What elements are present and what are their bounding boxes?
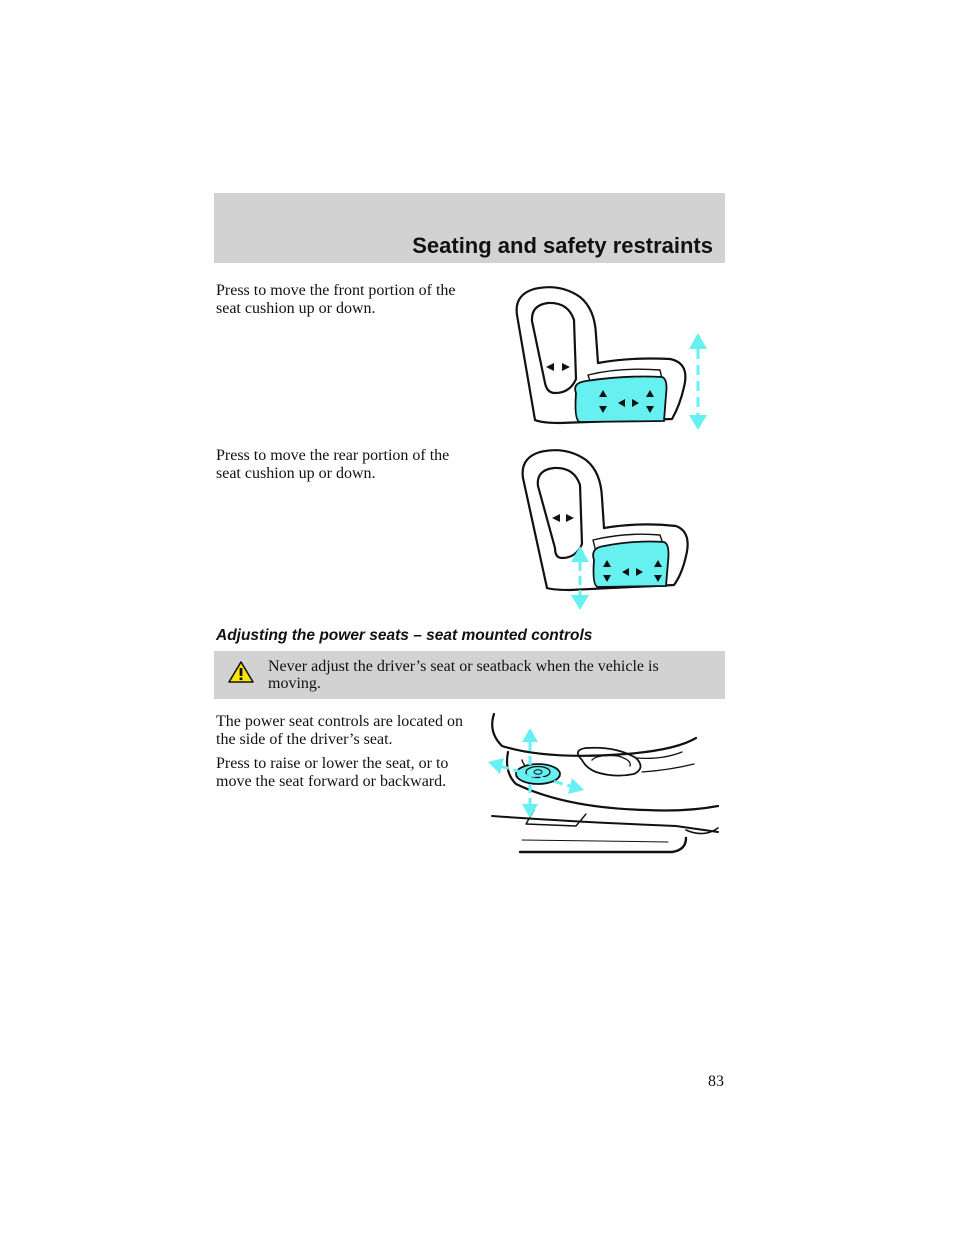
seat-rear-cushion-illustration xyxy=(521,449,689,610)
warning-triangle-icon xyxy=(228,661,254,683)
cushion-switch-highlight xyxy=(592,540,670,588)
power-seat-control-illustration xyxy=(488,712,720,854)
cushion-switch-arrows-icon xyxy=(603,560,662,582)
up-down-arrow-icon xyxy=(522,728,538,818)
section-heading: Adjusting the power seats – seat mounted… xyxy=(216,627,593,644)
backrest-arrows-icon xyxy=(546,363,570,371)
warning-box: Never adjust the driver’s seat or seatba… xyxy=(214,651,725,699)
page-number: 83 xyxy=(708,1073,724,1090)
backrest-arrows-icon xyxy=(552,514,574,522)
up-down-arrow-icon xyxy=(571,546,589,610)
front-cushion-instruction: Press to move the front portion of the s… xyxy=(216,282,456,317)
cushion-switch-highlight xyxy=(574,375,668,423)
page-header: Seating and safety restraints xyxy=(214,193,725,263)
page-title: Seating and safety restraints xyxy=(412,233,713,258)
warning-text: Never adjust the driver’s seat or seatba… xyxy=(268,658,659,692)
cushion-switch-arrows-icon xyxy=(599,390,654,413)
forward-backward-arrow-icon xyxy=(488,758,584,794)
seat-front-cushion-illustration xyxy=(515,286,707,430)
raise-lower-instruction: Press to raise or lower the seat, or to … xyxy=(216,755,449,790)
controls-location-text: The power seat controls are located on t… xyxy=(216,713,464,748)
up-down-arrow-icon xyxy=(689,333,707,430)
rear-cushion-instruction: Press to move the rear portion of the se… xyxy=(216,447,450,482)
